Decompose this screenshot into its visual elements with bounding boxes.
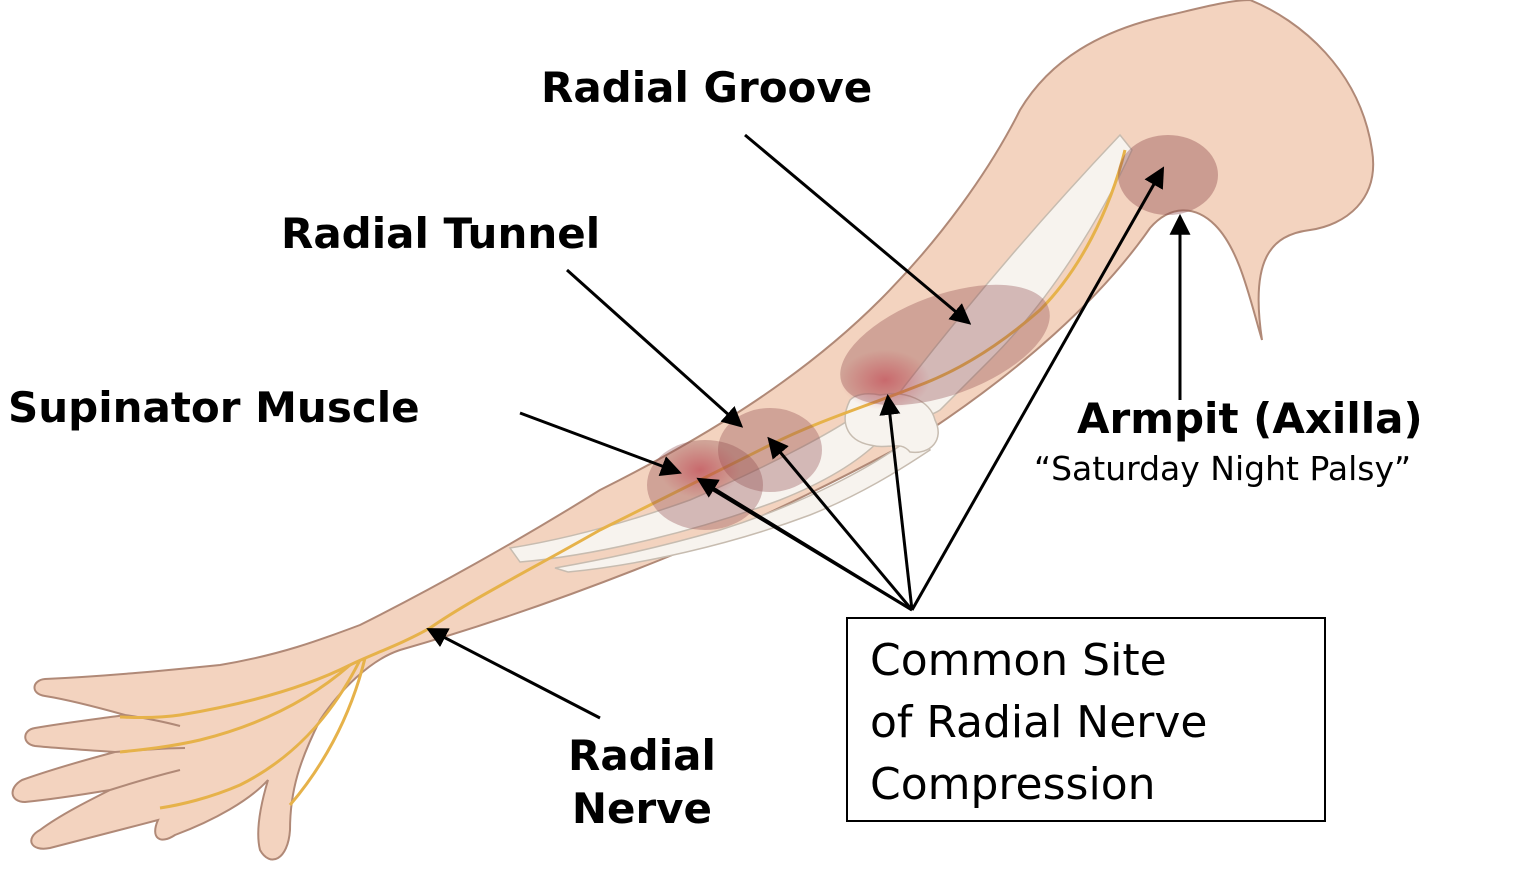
site-armpit (1118, 135, 1218, 215)
arrows (426, 133, 1191, 720)
arrow-common-tunnel (767, 436, 914, 611)
arm-skin (11, 0, 1375, 861)
label-saturday-night-palsy: “Saturday Night Palsy” (1034, 449, 1412, 488)
label-radial-nerve-line2: Nerve (571, 783, 713, 833)
arrow-radial-groove (744, 133, 972, 325)
label-radial-groove: Radial Groove (541, 63, 873, 112)
arrow-common-extra (704, 483, 913, 612)
arrow-common-armpit (910, 166, 1165, 611)
label-supinator-muscle: Supinator Muscle (8, 383, 420, 432)
label-radial-nerve: Radial Nerve (568, 730, 716, 835)
arrow-common-groove (879, 393, 914, 611)
callout-line-1: Common Site (870, 635, 1167, 686)
arrow-radial-nerve (426, 628, 601, 720)
label-radial-tunnel: Radial Tunnel (281, 209, 601, 258)
label-radial-nerve-line1: Radial (568, 731, 716, 780)
callout-line-3: Compression (870, 759, 1156, 810)
hotspot-supinator (660, 442, 740, 498)
arrow-radial-tunnel (565, 268, 744, 428)
ulna-bone (554, 428, 931, 573)
hotspot-groove (840, 350, 930, 410)
common-site-callout-box: Common Site of Radial Nerve Compression (846, 617, 1326, 822)
label-armpit: Armpit (Axilla) (1077, 394, 1423, 443)
arrow-supinator (519, 411, 682, 476)
callout-line-2: of Radial Nerve (870, 697, 1208, 748)
